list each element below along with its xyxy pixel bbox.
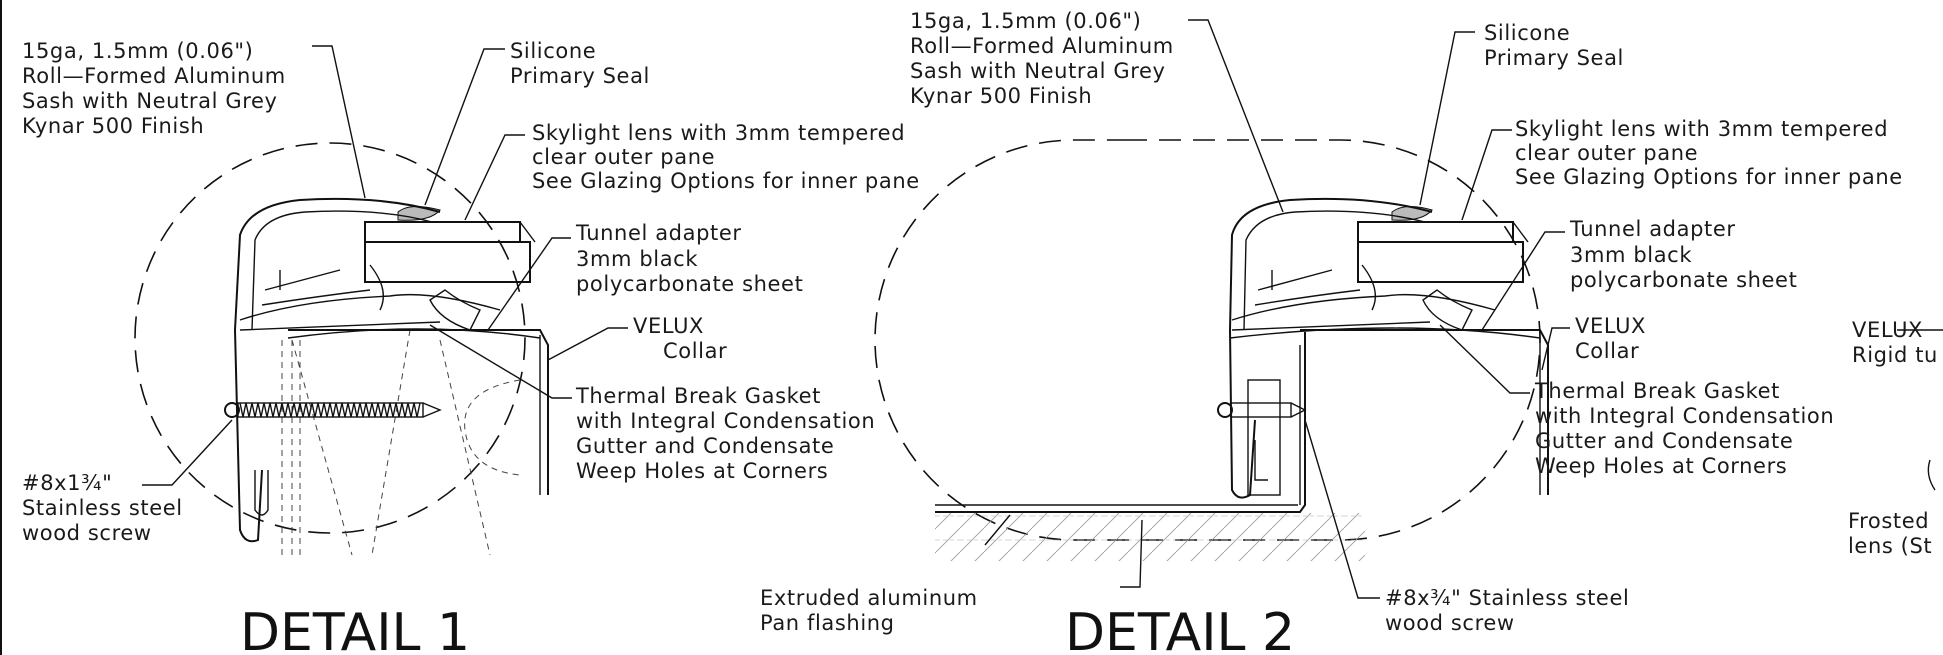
svg-text:with Integral Condensation: with Integral Condensation: [1535, 404, 1834, 428]
svg-text:lens (St: lens (St: [1848, 534, 1932, 558]
detail-2-aluminum-sash: [1228, 197, 1496, 499]
detail-1-thermal-gasket: [429, 289, 481, 331]
detail-2-boundary-shape: [874, 139, 1541, 541]
svg-text:Stainless steel: Stainless steel: [22, 496, 183, 520]
svg-text:Rigid tu: Rigid tu: [1852, 343, 1938, 367]
detail-1-wood-screw: [224, 402, 442, 418]
detail-1-aluminum-sash: [233, 197, 501, 543]
svg-text:See Glazing Options for inner: See Glazing Options for inner pane: [532, 169, 920, 193]
svg-text:Tunnel adapter: Tunnel adapter: [1569, 217, 1736, 241]
svg-text:Thermal Break Gasket: Thermal Break Gasket: [1534, 379, 1780, 403]
svg-text:with Integral Condensation: with Integral Condensation: [576, 409, 875, 433]
svg-text:#8x1¾": #8x1¾": [22, 471, 112, 495]
detail-2-substrate-hatch: [935, 513, 1365, 561]
detail-2-seal-label: Silicone Primary Seal: [1484, 21, 1624, 70]
svg-text:Silicone: Silicone: [510, 39, 596, 63]
svg-text:Roll—Formed Aluminum: Roll—Formed Aluminum: [22, 64, 286, 88]
svg-text:Skylight lens with 3mm tempere: Skylight lens with 3mm tempered: [532, 121, 905, 145]
detail-1-skylight-lens: [364, 221, 536, 283]
detail-3-partial: VELUX Rigid tu Frosted lens (St: [1848, 318, 1943, 558]
svg-text:15ga, 1.5mm (0.06"): 15ga, 1.5mm (0.06"): [910, 9, 1141, 33]
detail-2-sash-label: 15ga, 1.5mm (0.06") Roll—Formed Aluminum…: [910, 9, 1174, 108]
detail-1-gasket-label: Thermal Break Gasket with Integral Conde…: [575, 384, 875, 483]
svg-text:Primary Seal: Primary Seal: [1484, 46, 1624, 70]
svg-text:Kynar 500 Finish: Kynar 500 Finish: [22, 114, 204, 138]
detail-1-collar-label: VELUX Collar: [633, 314, 727, 363]
svg-text:Collar: Collar: [663, 339, 727, 363]
svg-text:Primary Seal: Primary Seal: [510, 64, 650, 88]
svg-text:Gutter and Condensate: Gutter and Condensate: [1535, 429, 1793, 453]
detail-1-leader-lines: [142, 45, 628, 486]
detail-2-lens-label: Skylight lens with 3mm tempered clear ou…: [1515, 117, 1903, 189]
svg-text:Skylight lens with 3mm tempere: Skylight lens with 3mm tempered: [1515, 117, 1888, 141]
svg-text:Frosted: Frosted: [1848, 509, 1929, 533]
detail-2-tunnel-adapter-label: Tunnel adapter 3mm black polycarbonate s…: [1569, 217, 1797, 292]
svg-text:Sash with Neutral Grey: Sash with Neutral Grey: [910, 59, 1166, 83]
detail-2-collar-label: VELUX Collar: [1575, 314, 1646, 363]
svg-text:Collar: Collar: [1575, 339, 1639, 363]
svg-text:Gutter and Condensate: Gutter and Condensate: [576, 434, 834, 458]
detail-1-screw-label: #8x1¾" Stainless steel wood screw: [22, 471, 183, 545]
detail-2-leader-lines: [984, 19, 1570, 599]
svg-text:Silicone: Silicone: [1484, 21, 1570, 45]
svg-text:VELUX: VELUX: [1575, 314, 1646, 338]
svg-text:15ga, 1.5mm (0.06"): 15ga, 1.5mm (0.06"): [22, 39, 253, 63]
svg-text:wood screw: wood screw: [22, 521, 152, 545]
detail-2-thermal-gasket: [1422, 289, 1473, 331]
svg-text:Weep Holes at Corners: Weep Holes at Corners: [576, 459, 828, 483]
svg-text:clear outer pane: clear outer pane: [532, 145, 715, 169]
detail-1-lens-label: Skylight lens with 3mm tempered clear ou…: [532, 121, 920, 193]
svg-text:Pan flashing: Pan flashing: [760, 611, 895, 635]
svg-text:VELUX: VELUX: [633, 314, 704, 338]
detail-2-skylight-lens: [1357, 221, 1529, 283]
svg-text:polycarbonate sheet: polycarbonate sheet: [576, 272, 803, 296]
detail-1: 15ga, 1.5mm (0.06") Roll—Formed Aluminum…: [22, 39, 920, 655]
detail-1-boundary-circle: [134, 142, 526, 534]
detail-2-silicone-seal: [1391, 206, 1433, 221]
svg-text:#8x¾" Stainless steel: #8x¾" Stainless steel: [1385, 586, 1629, 610]
svg-text:Roll—Formed Aluminum: Roll—Formed Aluminum: [910, 34, 1174, 58]
svg-text:Extruded aluminum: Extruded aluminum: [760, 586, 978, 610]
svg-text:Sash with Neutral Grey: Sash with Neutral Grey: [22, 89, 278, 113]
detail-2-velux-collar: [1300, 329, 1549, 495]
svg-text:3mm black: 3mm black: [576, 247, 698, 271]
detail-1-seal-label: Silicone Primary Seal: [510, 39, 650, 88]
svg-text:Kynar 500 Finish: Kynar 500 Finish: [910, 84, 1092, 108]
detail-2-screw-label: #8x¾" Stainless steel wood screw: [1385, 586, 1629, 635]
detail-2-title: DETAIL 2: [1065, 603, 1295, 655]
svg-text:clear outer pane: clear outer pane: [1515, 141, 1698, 165]
detail-1-curb-hidden-lines: [281, 329, 521, 556]
svg-text:Thermal Break Gasket: Thermal Break Gasket: [575, 384, 821, 408]
svg-text:polycarbonate sheet: polycarbonate sheet: [1570, 268, 1797, 292]
detail-1-sash-label: 15ga, 1.5mm (0.06") Roll—Formed Aluminum…: [22, 39, 286, 138]
detail-3-frosted-label: Frosted lens (St: [1848, 509, 1932, 558]
detail-1-tunnel-adapter-label: Tunnel adapter 3mm black polycarbonate s…: [575, 221, 803, 296]
svg-text:See Glazing Options for inner: See Glazing Options for inner pane: [1515, 165, 1903, 189]
detail-2: 15ga, 1.5mm (0.06") Roll—Formed Aluminum…: [760, 9, 1903, 655]
detail-3-velux-label: VELUX Rigid tu: [1852, 318, 1938, 367]
detail-1-title: DETAIL 1: [240, 603, 470, 655]
svg-text:Weep Holes at Corners: Weep Holes at Corners: [1535, 454, 1787, 478]
svg-text:Tunnel adapter: Tunnel adapter: [575, 221, 742, 245]
detail-1-velux-collar: [288, 329, 549, 495]
svg-text:3mm black: 3mm black: [1570, 243, 1692, 267]
svg-text:wood screw: wood screw: [1385, 611, 1515, 635]
detail-2-gasket-label: Thermal Break Gasket with Integral Conde…: [1534, 379, 1834, 478]
detail-2-wood-screw: [1217, 402, 1307, 418]
svg-text:VELUX: VELUX: [1852, 318, 1923, 342]
detail-2-flashing-label: Extruded aluminum Pan flashing: [760, 586, 978, 635]
detail-2-pan-flashing: [935, 332, 1306, 513]
